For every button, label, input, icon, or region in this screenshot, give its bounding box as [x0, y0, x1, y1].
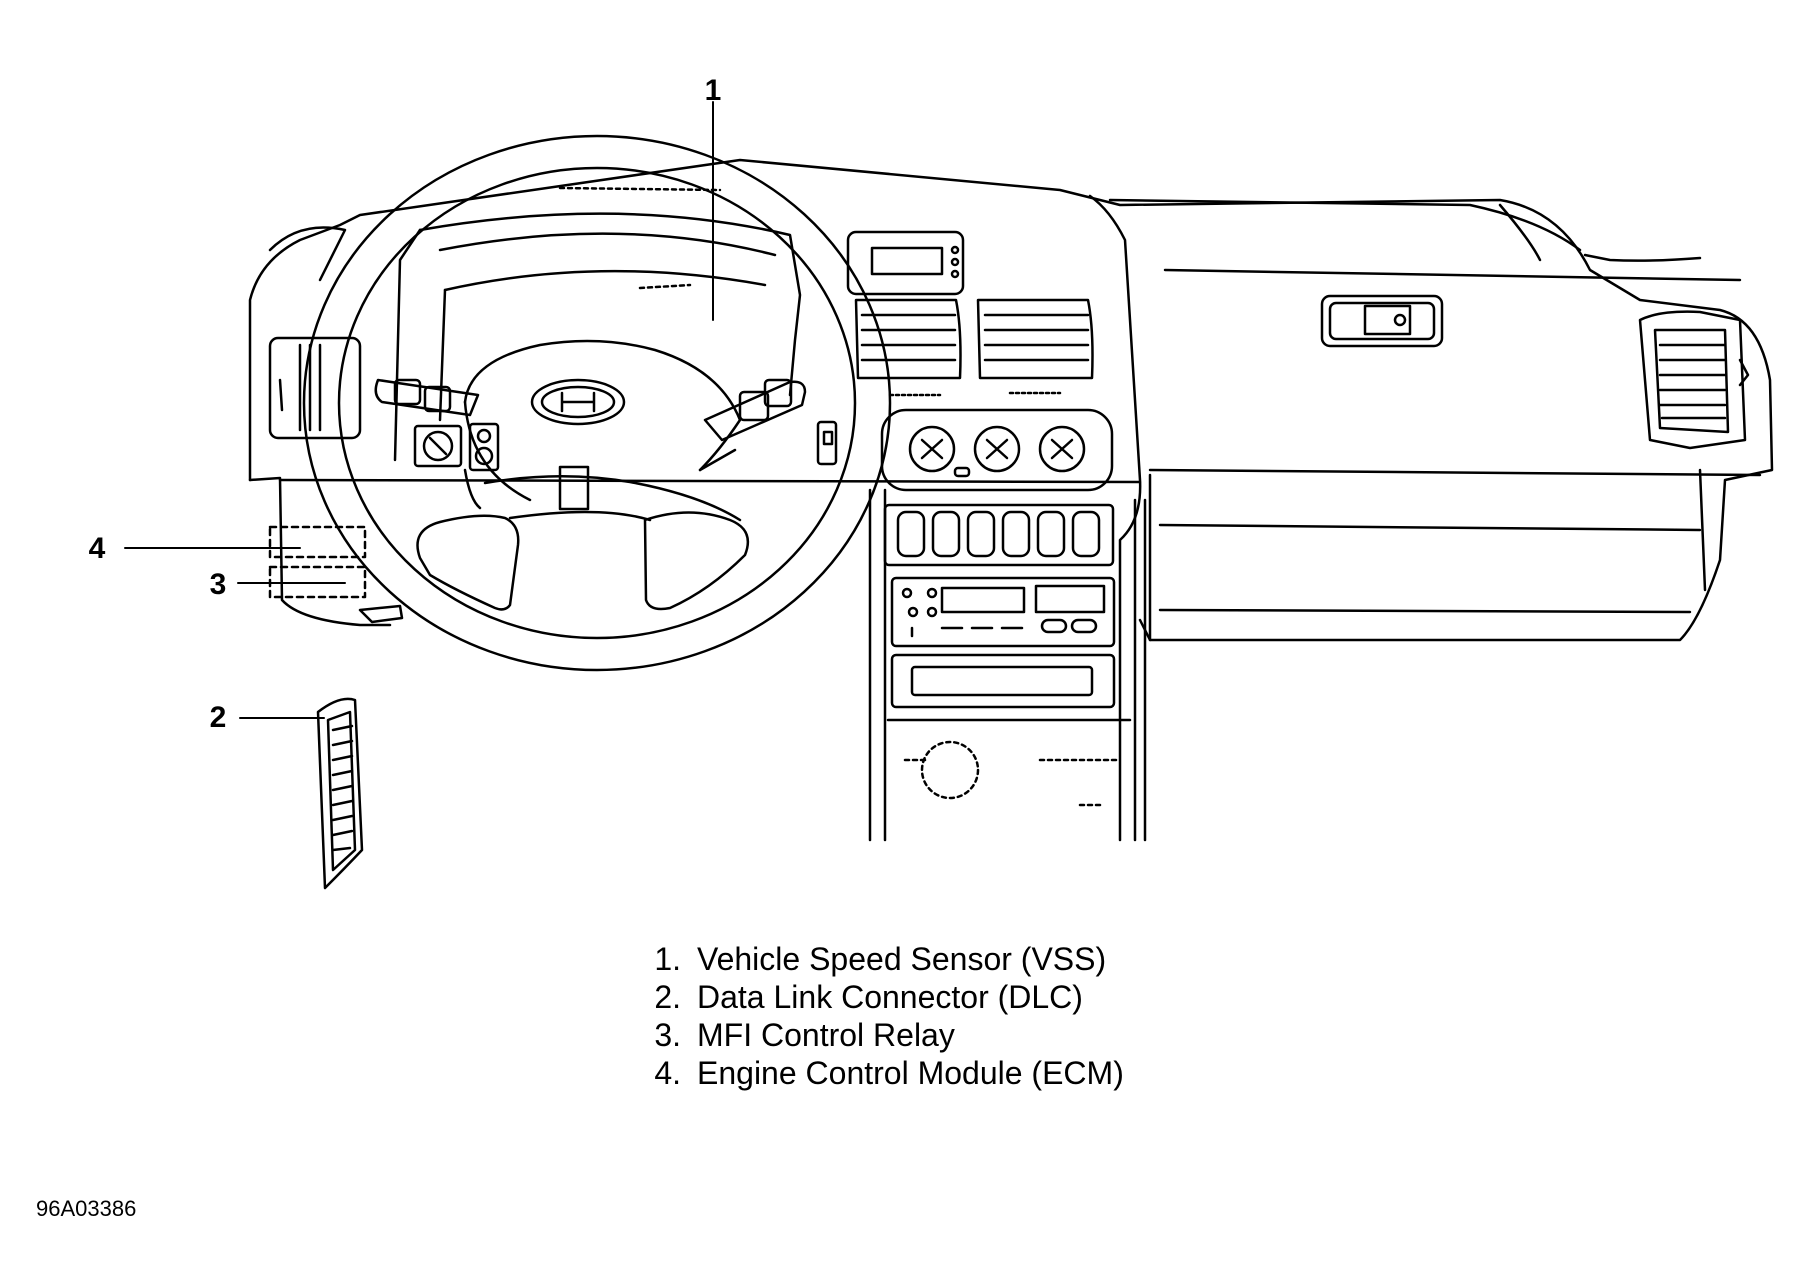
ecm-outline: [270, 527, 365, 557]
legend: 1. Vehicle Speed Sensor (VSS) 2. Data Li…: [625, 940, 1124, 1092]
instrument-cluster: [395, 188, 800, 460]
lower-dash-left: [360, 606, 402, 622]
steering-wheel: [304, 136, 890, 670]
legend-item: 1. Vehicle Speed Sensor (VSS): [625, 940, 1124, 978]
legend-label: MFI Control Relay: [697, 1017, 955, 1053]
callout-2: 2: [210, 701, 227, 734]
callout-4: 4: [89, 532, 106, 565]
center-switch-bank: [885, 505, 1113, 565]
wiper-stalk: [705, 380, 805, 440]
center-vents: [856, 300, 1093, 395]
dashboard-body: [250, 160, 1772, 840]
callout-3: 3: [210, 568, 227, 601]
data-link-connector: [318, 699, 362, 888]
legend-number: 3.: [654, 1017, 681, 1053]
callout-1: 1: [705, 74, 722, 107]
legend-label: Engine Control Module (ECM): [697, 1055, 1124, 1091]
legend-number: 4.: [654, 1055, 681, 1091]
turn-signal-stalk: [376, 380, 478, 415]
legend-label: Data Link Connector (DLC): [697, 979, 1083, 1015]
right-side-vent: [1640, 312, 1748, 448]
legend-number: 1.: [654, 941, 681, 977]
radio-unit: [892, 578, 1114, 646]
left-side-vent: [270, 338, 360, 438]
center-clock-display: [848, 232, 963, 294]
figure-id: 96A03386: [36, 1196, 137, 1221]
center-console: [870, 490, 1145, 840]
legend-item: 2. Data Link Connector (DLC): [625, 978, 1124, 1016]
climate-controls: [882, 410, 1112, 490]
glove-box-latch: [1322, 296, 1442, 346]
legend-item: 3. MFI Control Relay: [625, 1016, 1124, 1054]
legend-number: 2.: [654, 979, 681, 1015]
dash-switch-right: [818, 422, 836, 464]
legend-label: Vehicle Speed Sensor (VSS): [697, 941, 1107, 977]
legend-item: 4. Engine Control Module (ECM): [625, 1054, 1124, 1092]
ignition-switch: [415, 424, 498, 470]
storage-pocket: [892, 655, 1114, 707]
